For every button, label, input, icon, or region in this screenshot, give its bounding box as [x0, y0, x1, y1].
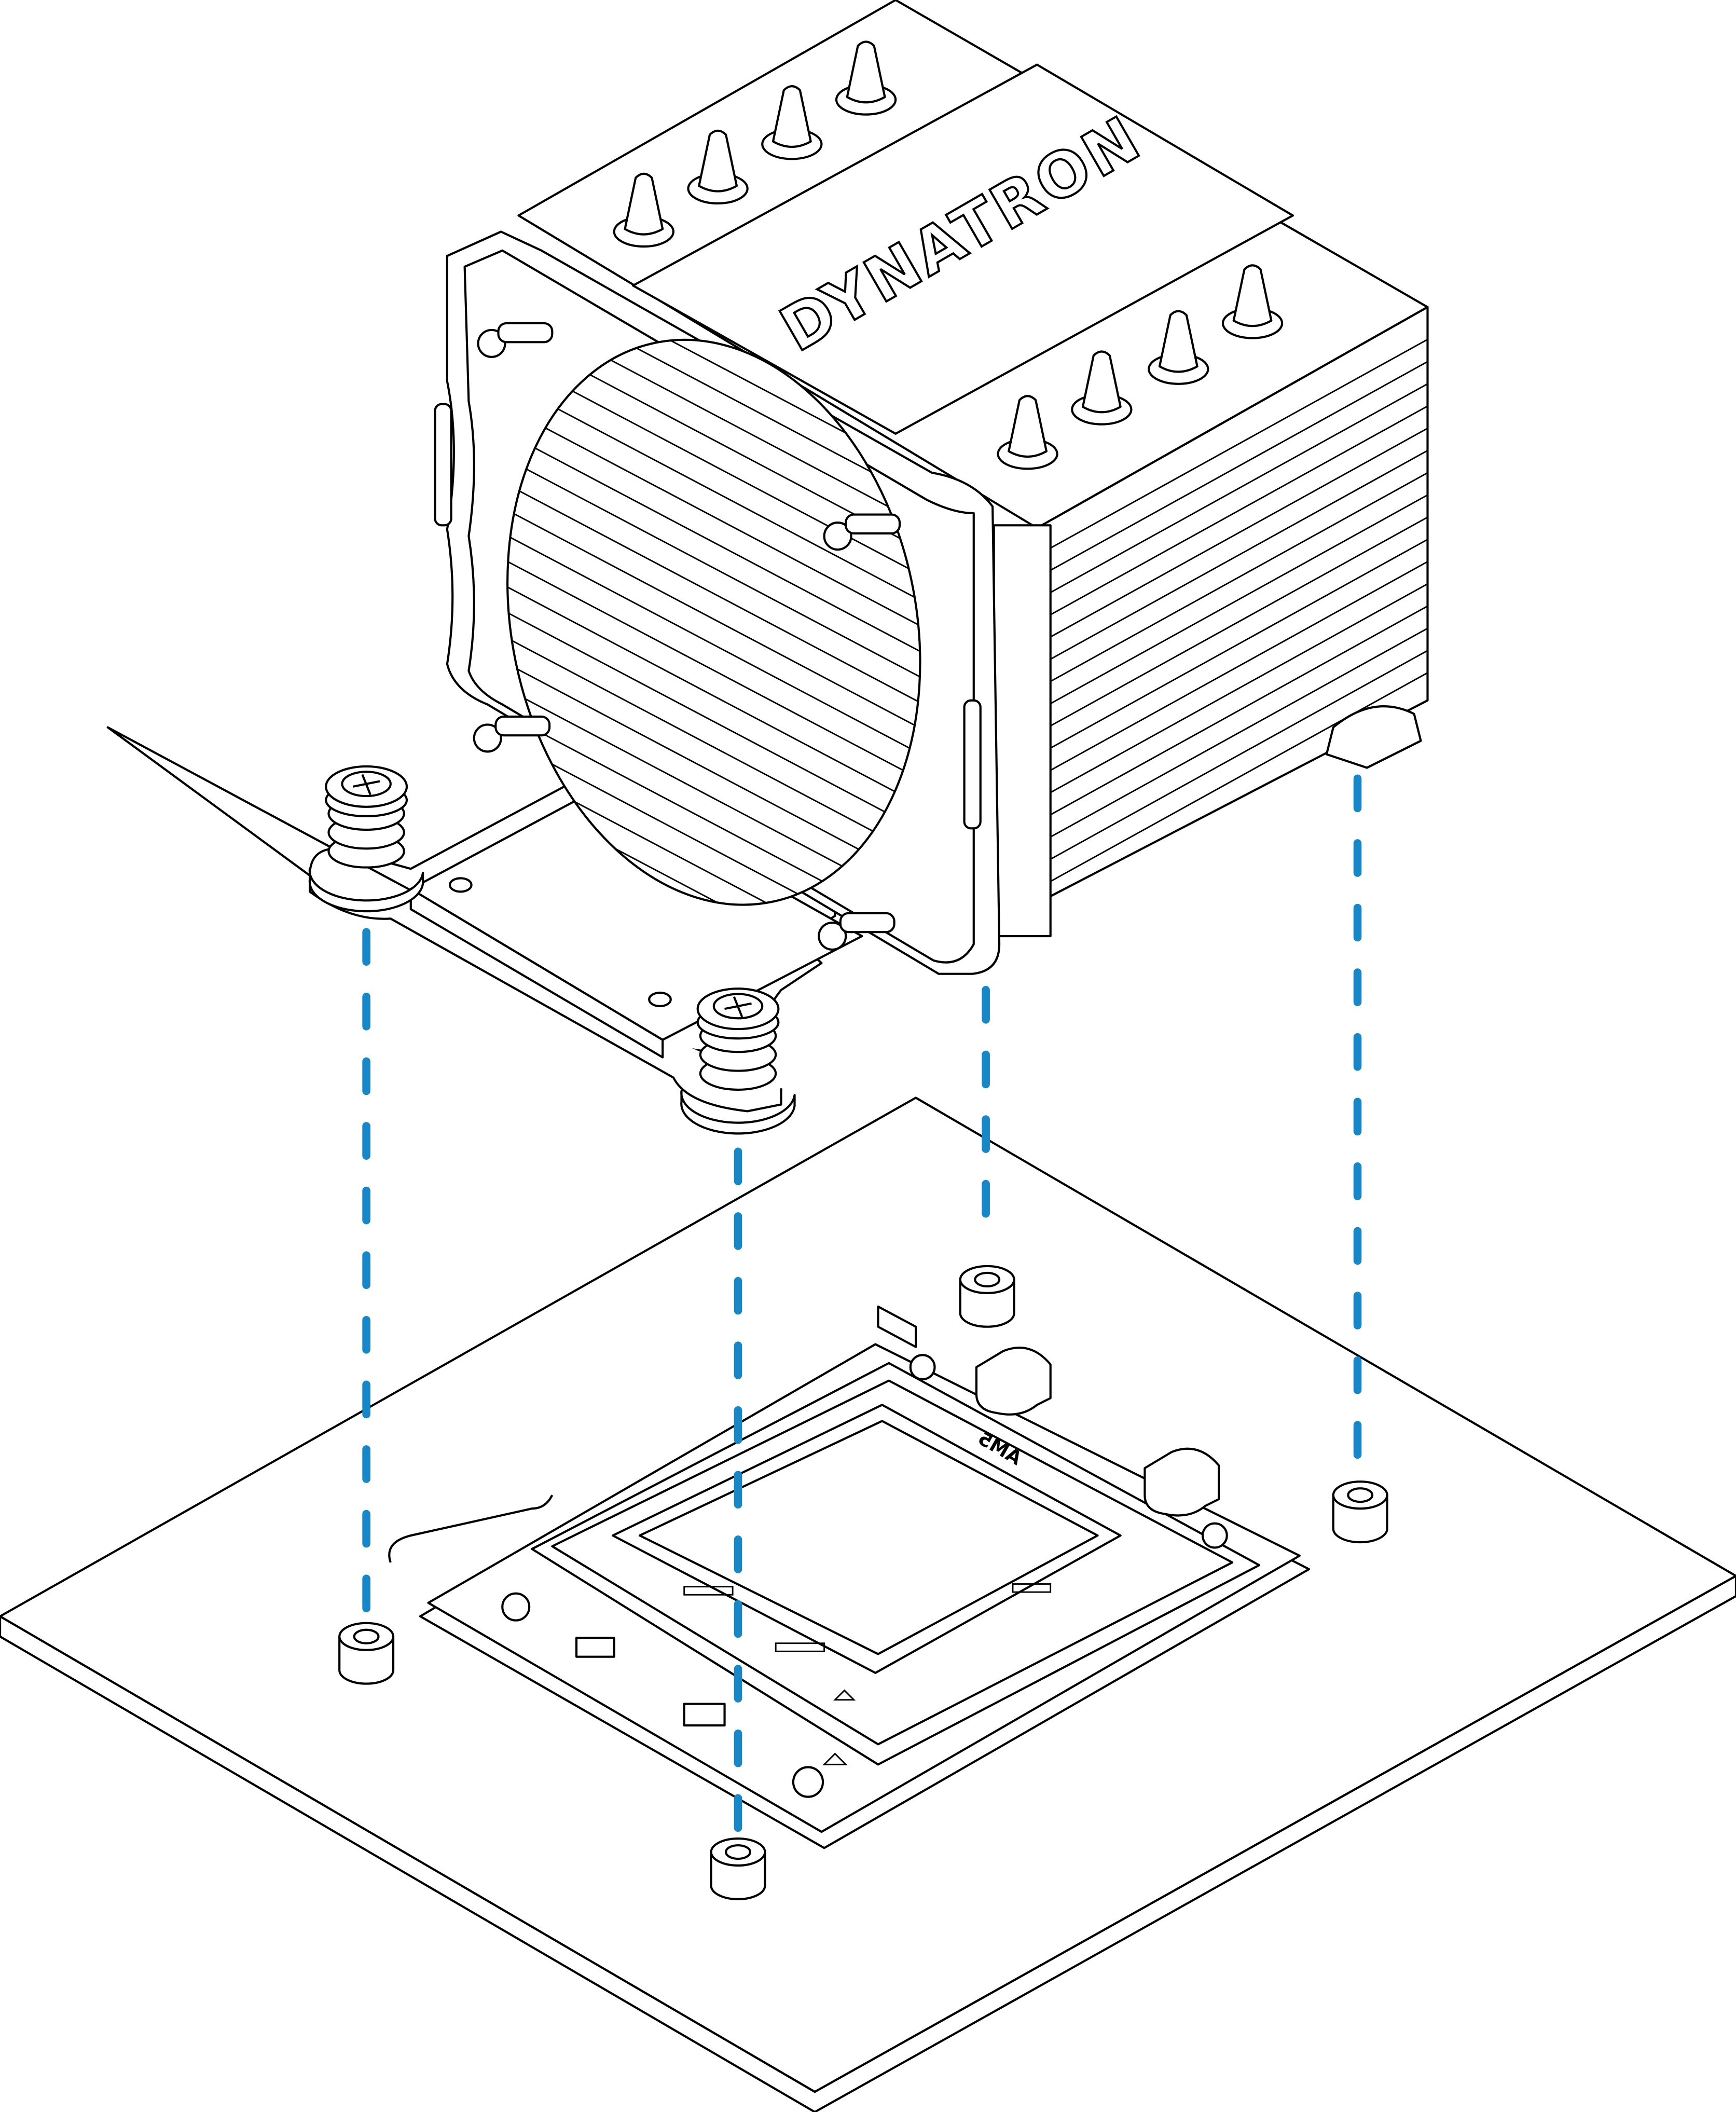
- fin-line: [1047, 405, 1428, 617]
- heatpipe-cap: [835, 40, 897, 116]
- fin-line: [1047, 627, 1428, 840]
- standoff-hole: [353, 1628, 380, 1644]
- standoffs: [338, 1265, 1388, 1900]
- cap-cone: [1008, 395, 1048, 458]
- standoff: [959, 1265, 1015, 1328]
- phillips-cross-icon: [724, 996, 752, 1018]
- heatpipe-cap: [1148, 310, 1209, 385]
- heatpipe-cap: [687, 129, 749, 205]
- fin-line: [1047, 494, 1428, 706]
- grille-line: [484, 548, 970, 806]
- fin-line: [1047, 428, 1428, 639]
- standoff-hole: [1347, 1487, 1374, 1503]
- fin-line: [1047, 583, 1428, 795]
- grille-line: [484, 446, 970, 704]
- heatpipe-cap: [1221, 264, 1284, 339]
- cap-cone: [846, 40, 886, 104]
- standoff: [710, 1837, 766, 1900]
- fin-line: [1047, 516, 1428, 728]
- spring-screw: [308, 765, 424, 913]
- screw-base: [308, 868, 424, 913]
- fan-shroud: [434, 230, 1001, 975]
- fin-line: [1047, 472, 1428, 684]
- grille-line: [484, 574, 970, 832]
- fin-line: [1047, 650, 1428, 861]
- grille-line: [484, 498, 970, 755]
- grille-line: [484, 472, 970, 730]
- spring-screw: [680, 988, 796, 1135]
- fin-line: [1047, 539, 1428, 750]
- grille-line: [484, 421, 970, 678]
- heatpipe-cap: [997, 395, 1058, 470]
- spring-screws: [308, 765, 796, 1135]
- standoff: [338, 1622, 395, 1685]
- cap-cone: [771, 85, 812, 148]
- heatpipe-cap: [761, 85, 823, 160]
- alignment-guides: [362, 774, 1362, 1839]
- heatsink-fins: [993, 338, 1428, 938]
- heatsink-side-bar: [993, 524, 1052, 938]
- fin-line: [1047, 605, 1428, 817]
- fin-line: [1047, 450, 1428, 662]
- cap-cone: [1158, 310, 1198, 373]
- cap-cone: [1081, 350, 1122, 414]
- standoff-hole: [974, 1271, 1001, 1287]
- fin-line: [1047, 561, 1428, 773]
- grille-line: [484, 395, 970, 653]
- standoff-hole: [725, 1844, 751, 1860]
- cap-cone: [624, 172, 664, 236]
- heatpipe-caps: [613, 40, 1284, 470]
- cap-cone: [698, 129, 738, 193]
- screw-base: [680, 1090, 796, 1135]
- grille-line: [484, 369, 970, 627]
- heatpipe-cap: [613, 172, 675, 248]
- pin-slots: [683, 1583, 1052, 1652]
- fin-line: [1047, 383, 1428, 595]
- cpu-socket: AM5: [388, 1305, 1311, 1849]
- standoff: [1332, 1480, 1388, 1544]
- fan-clips: [473, 322, 901, 951]
- cap-cone: [1232, 264, 1273, 327]
- grille-line: [484, 523, 970, 781]
- heatpipe-cap: [1071, 350, 1133, 426]
- fin-line: [1047, 361, 1428, 573]
- phillips-cross-icon: [352, 774, 380, 796]
- heatsink: DYNATRON: [517, 0, 1429, 938]
- fin-line: [1047, 338, 1428, 551]
- fin-line: [1047, 672, 1428, 884]
